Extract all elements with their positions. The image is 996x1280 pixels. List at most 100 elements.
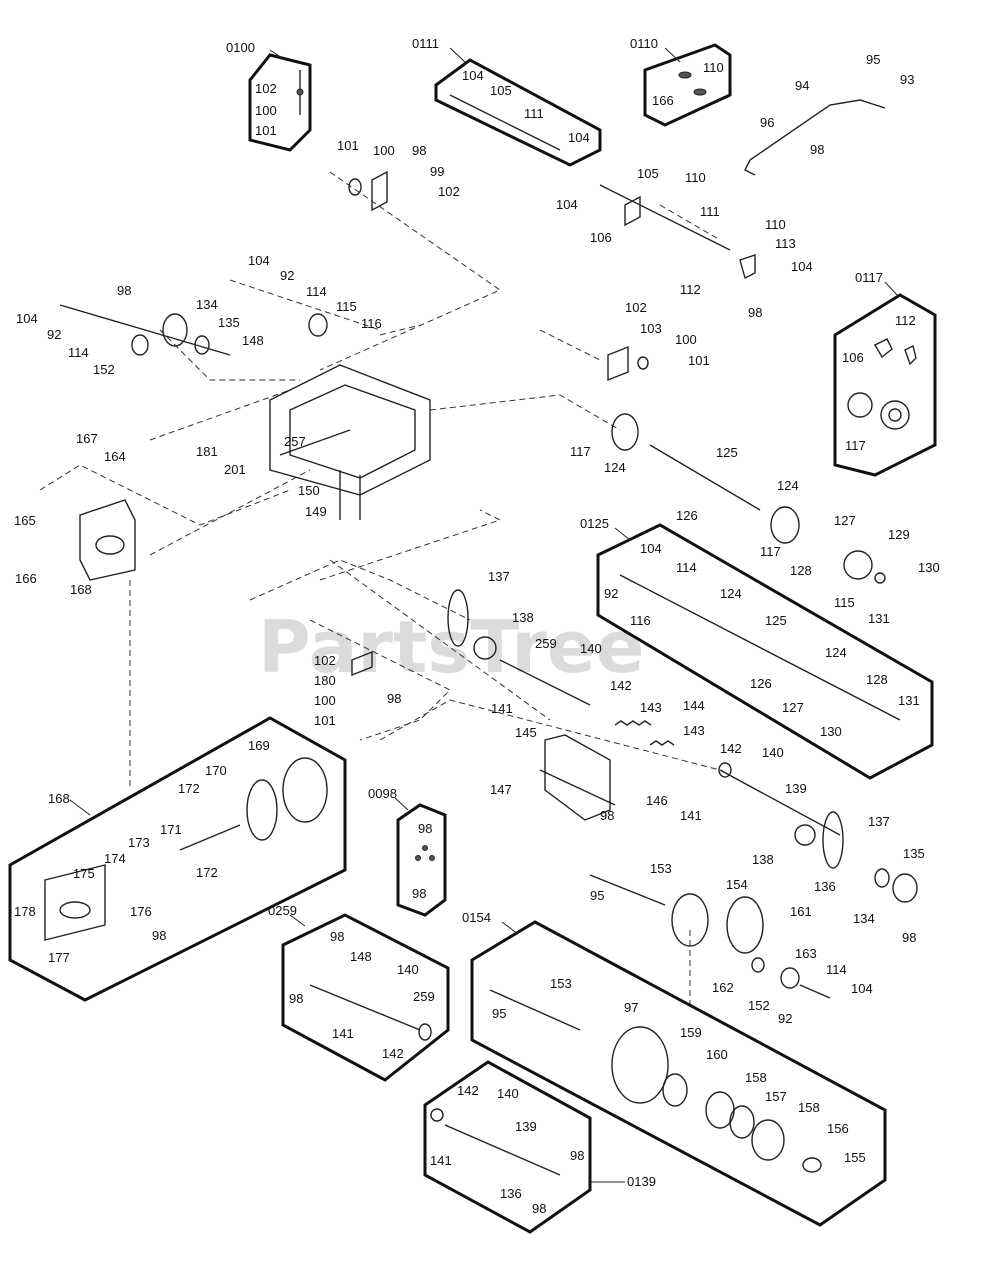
part-label: 140 — [580, 641, 602, 656]
part-label: 143 — [640, 700, 662, 715]
part-label: 142 — [382, 1046, 404, 1061]
assembly-dashed-lines — [39, 171, 721, 1010]
part-label: 96 — [760, 115, 774, 130]
part-label: 141 — [680, 808, 702, 823]
part-label: 102 — [625, 300, 647, 315]
part-label: 143 — [683, 723, 705, 738]
part-label: 166 — [15, 571, 37, 586]
part-label: 170 — [205, 763, 227, 778]
part-label: 140 — [397, 962, 419, 977]
part-label: 174 — [104, 851, 126, 866]
part-label: 98 — [810, 142, 824, 157]
part-label: 141 — [430, 1153, 452, 1168]
kit-0154: 0154 153 97 95 159 160 158 157 158 156 1… — [462, 910, 887, 1227]
part-label: 117 — [570, 444, 591, 459]
part-label: 134 — [853, 911, 875, 926]
part-label: 130 — [918, 560, 940, 575]
part-label: 101 — [314, 713, 336, 728]
part-label: 114 — [826, 962, 847, 977]
part-label: 162 — [712, 980, 734, 995]
part-label: 175 — [73, 866, 95, 881]
part-label: 101 — [337, 138, 359, 153]
part-label: 138 — [512, 610, 534, 625]
part-label: 98 — [330, 929, 344, 944]
part-label: 142 — [720, 741, 742, 756]
part-label: 100 — [373, 143, 395, 158]
part-label: 159 — [680, 1025, 702, 1040]
part-label: 102 — [438, 184, 460, 199]
kit-0098: 0098 98 98 — [368, 786, 447, 917]
part-label: 114 — [676, 560, 697, 575]
kit-label-0100: 0100 — [226, 40, 255, 55]
kit-label-0259: 0259 — [268, 903, 297, 918]
kit-label-168: 168 — [48, 791, 70, 806]
part-label: 98 — [412, 886, 426, 901]
part-label: 93 — [900, 72, 914, 87]
part-label: 135 — [903, 846, 925, 861]
part-label: 104 — [462, 68, 484, 83]
part-label: 140 — [762, 745, 784, 760]
part-label: 102 — [255, 81, 277, 96]
part-label: 100 — [314, 693, 336, 708]
part-label: 146 — [646, 793, 668, 808]
part-label: 97 — [624, 1000, 638, 1015]
part-label: 98 — [570, 1148, 584, 1163]
part-label: 92 — [778, 1011, 792, 1026]
part-label: 114 — [68, 345, 89, 360]
part-label: 148 — [350, 949, 372, 964]
part-label: 131 — [868, 611, 890, 626]
part-label: 104 — [16, 311, 38, 326]
part-label: 172 — [196, 865, 218, 880]
part-label: 98 — [532, 1201, 546, 1216]
part-label: 127 — [782, 700, 804, 715]
part-label: 165 — [14, 513, 36, 528]
kit-0111: 0111 104 105 111 104 — [412, 36, 602, 167]
part-label: 104 — [248, 253, 270, 268]
part-label: 104 — [791, 259, 813, 274]
part-label: 259 — [535, 636, 557, 651]
part-label: 167 — [76, 431, 98, 446]
part-label: 168 — [70, 582, 92, 597]
part-label: 180 — [314, 673, 336, 688]
loose-part-labels: 101 100 98 99 102 95 94 93 96 98 104 105… — [14, 52, 940, 1026]
part-label: 156 — [827, 1121, 849, 1136]
kit-0259: 0259 98 148 140 98 259 141 142 — [268, 903, 450, 1082]
part-label: 161 — [790, 904, 812, 919]
part-label: 125 — [716, 445, 738, 460]
part-label: 134 — [196, 297, 218, 312]
part-label: 124 — [825, 645, 847, 660]
part-label: 101 — [688, 353, 710, 368]
part-label: 171 — [160, 822, 182, 837]
part-label: 131 — [898, 693, 920, 708]
part-label: 148 — [242, 333, 264, 348]
part-label: 110 — [703, 60, 724, 75]
part-label: 101 — [255, 123, 277, 138]
part-label: 178 — [14, 904, 36, 919]
kit-label-0139: 0139 — [627, 1174, 656, 1189]
part-label: 153 — [650, 861, 672, 876]
part-label: 98 — [152, 928, 166, 943]
part-label: 105 — [490, 83, 512, 98]
part-label: 129 — [888, 527, 910, 542]
kit-0117: 0117 112 106 117 — [833, 270, 937, 477]
part-label: 135 — [218, 315, 240, 330]
part-label: 100 — [675, 332, 697, 347]
part-label: 145 — [515, 725, 537, 740]
part-label: 95 — [866, 52, 880, 67]
part-label: 98 — [418, 821, 432, 836]
part-label: 103 — [640, 321, 662, 336]
part-label: 110 — [685, 170, 706, 185]
part-label: 98 — [902, 930, 916, 945]
part-label: 98 — [748, 305, 762, 320]
part-label: 137 — [488, 569, 510, 584]
part-label: 140 — [497, 1086, 519, 1101]
part-label: 112 — [895, 313, 916, 328]
part-label: 99 — [430, 164, 444, 179]
part-label: 126 — [750, 676, 772, 691]
part-label: 158 — [745, 1070, 767, 1085]
part-label: 130 — [820, 724, 842, 739]
part-label: 155 — [844, 1150, 866, 1165]
part-label: 149 — [305, 504, 327, 519]
part-label: 177 — [48, 950, 70, 965]
part-label: 112 — [680, 282, 701, 297]
